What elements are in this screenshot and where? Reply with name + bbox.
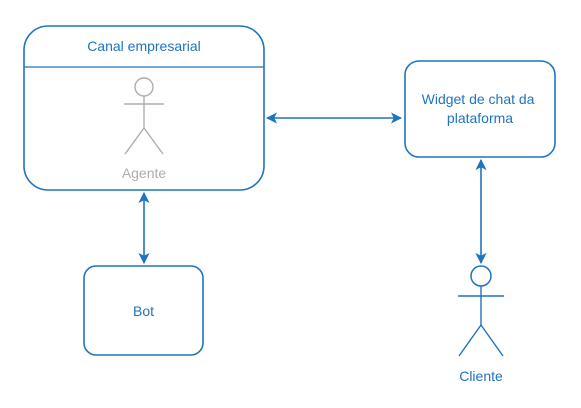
bot-label: Bot — [133, 303, 154, 319]
widget-chat-box — [404, 60, 556, 158]
cliente-person-icon — [458, 265, 504, 357]
canal-empresarial-container[interactable]: Canal empresarial Agente — [23, 25, 265, 191]
agente-person-icon — [124, 77, 164, 155]
widget-chat-label: Widget de chat da plataforma — [422, 91, 539, 126]
cliente-node[interactable]: Cliente — [458, 265, 504, 384]
canal-empresarial-title: Canal empresarial — [87, 38, 201, 54]
bot-node[interactable]: Bot — [83, 265, 204, 356]
bot-box — [83, 265, 204, 356]
widget-chat-node[interactable]: Widget de chat da plataforma — [404, 60, 556, 158]
cliente-label: Cliente — [459, 368, 503, 384]
widget-chat-label-line2: plataforma — [447, 110, 513, 126]
widget-chat-label-line1: Widget de chat da — [422, 91, 535, 107]
agente-label: Agente — [122, 165, 167, 181]
